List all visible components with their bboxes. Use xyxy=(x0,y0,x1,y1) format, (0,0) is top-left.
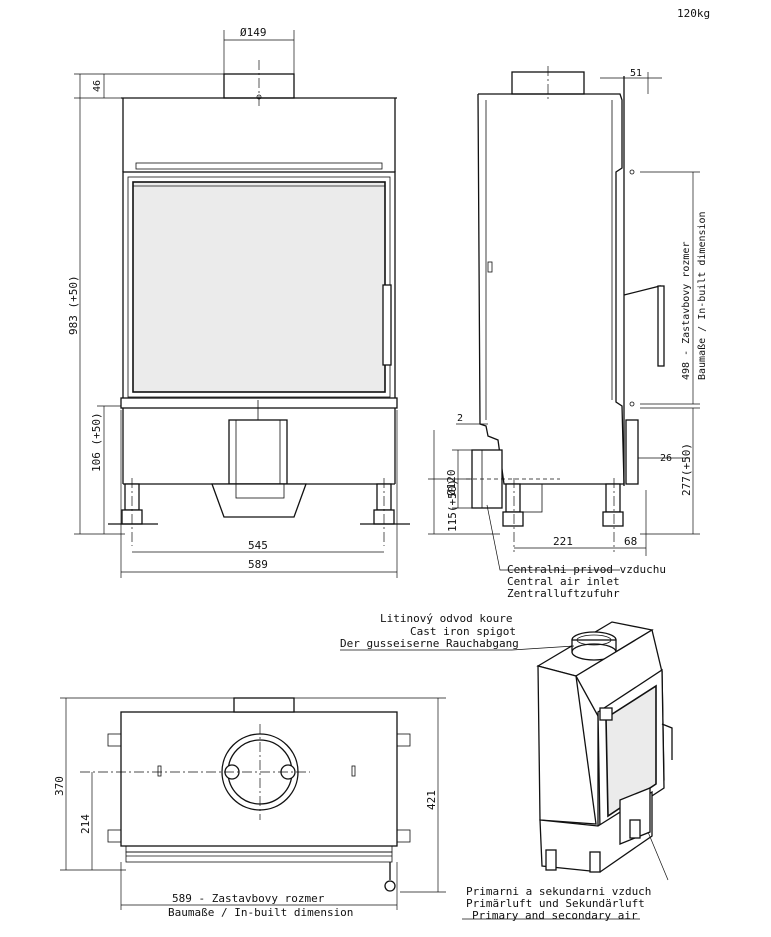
front-air-box xyxy=(228,419,288,485)
iso-spigot-cz: Litinový odvod koure xyxy=(380,612,512,625)
side-air-label-cz: Centralni privod vzduchu xyxy=(507,563,666,576)
side-gap: 2 xyxy=(457,413,463,424)
side-leg-rear xyxy=(605,483,621,513)
top-depth-inner: 370 xyxy=(53,776,66,796)
top-center-offset: 214 xyxy=(79,814,92,834)
front-glass-panel xyxy=(132,181,386,393)
top-view: 370 214 421 589 - Zastavbovy rozmer Baum… xyxy=(53,697,446,919)
top-knob xyxy=(384,880,396,892)
iso-air-cz: Primarni a sekundarni vzduch xyxy=(466,885,651,898)
iso-spigot-en: Cast iron spigot xyxy=(410,625,516,638)
top-width-label: 589 - Zastavbovy rozmer xyxy=(172,892,325,905)
side-leg-front xyxy=(505,483,521,513)
side-inlet-height: 277(+50) xyxy=(680,443,693,496)
front-outer-width: 589 xyxy=(248,558,268,571)
front-top-offset: 46 xyxy=(92,80,103,92)
side-builtin-height: 498 - Zastavbovy rozmer xyxy=(681,242,692,380)
side-side-offset: 26 xyxy=(660,453,672,464)
iso-view: Litinový odvod koure Cast iron spigot De… xyxy=(340,612,673,922)
front-ash-tray xyxy=(211,483,307,518)
top-depth-outer: 421 xyxy=(425,790,438,810)
front-inner-width: 545 xyxy=(248,539,268,552)
side-inlet-offset: 115(+50) xyxy=(446,479,459,532)
side-inlet-diameter: Ø120 xyxy=(445,470,458,497)
weight-label: 120kg xyxy=(677,7,710,20)
side-rear-offset: 68 xyxy=(624,535,637,548)
iso-air-en: Primary and secondary air xyxy=(472,909,638,922)
side-top-offset: 51 xyxy=(630,68,642,79)
iso-air-de: Primärluft und Sekundärluft xyxy=(466,897,645,910)
side-view: 51 498 - Zastavbovy rozmer Baumaße / In-… xyxy=(428,66,708,600)
front-view: Ø149 46 983 (+50) 106 (+50) 545 589 xyxy=(67,26,410,578)
side-air-label-de: Zentralluftzufuhr xyxy=(507,587,620,600)
front-overall-height: 983 (+50) xyxy=(67,275,80,335)
top-width-label-sub: Baumaße / In-built dimension xyxy=(168,906,353,919)
side-door-handle xyxy=(623,285,661,366)
side-builtin-height-sub: Baumaße / In-built dimension xyxy=(697,211,708,380)
side-air-label-en: Central air inlet xyxy=(507,575,620,588)
front-base-height: 106 (+50) xyxy=(90,412,103,472)
front-door-handle xyxy=(382,284,392,366)
side-body-outline xyxy=(477,93,625,485)
iso-spigot-de: Der gusseiserne Rauchabgang xyxy=(340,637,519,650)
front-flue-diameter: Ø149 xyxy=(240,26,267,39)
top-view-outline xyxy=(120,711,398,847)
side-depth: 221 xyxy=(553,535,573,548)
iso-left-face xyxy=(537,665,597,825)
